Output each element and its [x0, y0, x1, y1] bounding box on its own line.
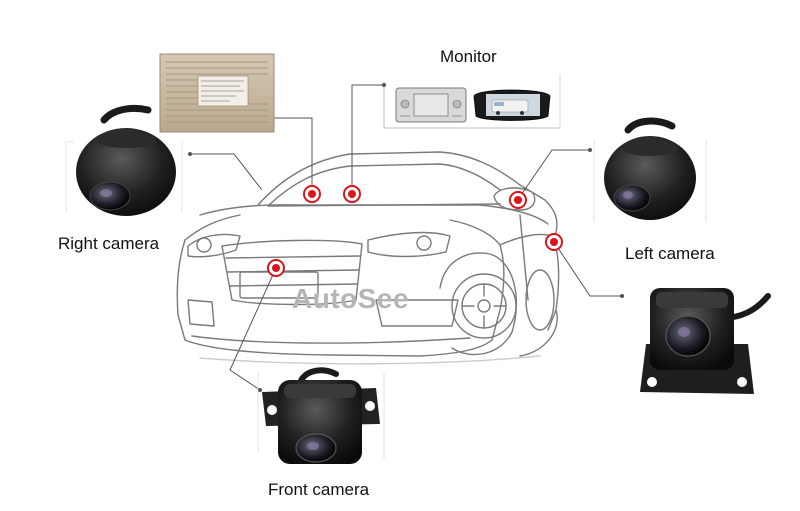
right-camera-leader-line: [190, 153, 263, 191]
mount-markers: [267, 185, 563, 277]
marker-ecu: [303, 185, 321, 203]
front-camera-leader-line: [229, 267, 277, 391]
front-camera-icon: [257, 367, 385, 464]
marker-left-mirror: [509, 191, 527, 209]
right-camera-label: Right camera: [58, 234, 160, 253]
marker-front: [267, 259, 285, 277]
marker-monitor: [343, 185, 361, 203]
leader-endpoints: [188, 83, 624, 392]
side-camera-leader-line: [553, 241, 622, 297]
right-camera-icon: [65, 104, 183, 216]
leader-lines: [190, 84, 622, 391]
front-camera-label: Front camera: [268, 480, 370, 499]
car-outline: [176, 151, 560, 365]
monitor-leader-line: [351, 84, 384, 192]
side-bracket-camera-icon: [640, 288, 771, 394]
dashboard-monitor-icon: [395, 87, 467, 123]
ecu-leader-line: [273, 117, 313, 192]
left-camera-icon: [593, 117, 707, 222]
left-camera-label: Left camera: [625, 244, 715, 263]
rearview-mirror-monitor-icon: [473, 89, 551, 121]
marker-side: [545, 233, 563, 251]
control-box-icon: [159, 53, 275, 133]
monitor-label: Monitor: [440, 47, 497, 66]
left-camera-leader-line: [518, 149, 590, 199]
monitor-group: [383, 74, 561, 129]
watermark-logo: AutoSee: [292, 283, 410, 314]
